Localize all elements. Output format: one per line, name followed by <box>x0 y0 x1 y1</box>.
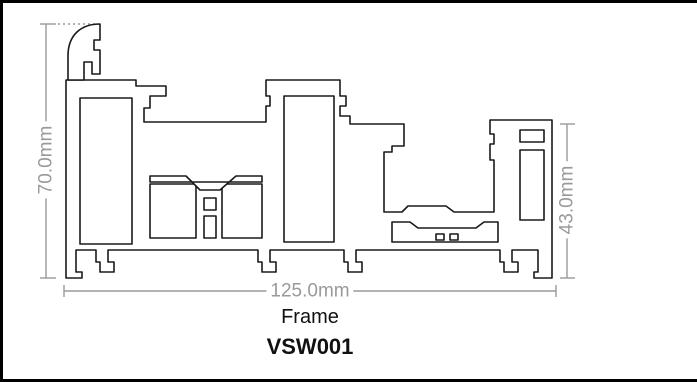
track-slot-2 <box>449 233 459 241</box>
bottom-track-chamber <box>391 221 499 243</box>
center-web <box>149 175 263 191</box>
height-dimension-label: 70.0mm <box>36 121 57 199</box>
middle-left-chamber <box>149 183 197 239</box>
profile-type-caption: Frame <box>281 306 339 328</box>
right-tall-chamber <box>519 149 545 221</box>
center-lower-chamber <box>203 215 217 239</box>
right-top-slot <box>519 129 545 143</box>
right-main-chamber <box>283 95 335 243</box>
center-small-chamber <box>203 197 217 211</box>
width-dimension-label: 125.0mm <box>266 281 354 301</box>
middle-right-chamber <box>221 183 263 239</box>
left-chamber <box>79 97 133 245</box>
profile-code-caption: VSW001 <box>266 334 354 359</box>
right-height-dimension-label: 43.0mm <box>557 161 578 239</box>
track-slot-1 <box>435 233 445 241</box>
glazing-bead-clip <box>67 23 101 81</box>
